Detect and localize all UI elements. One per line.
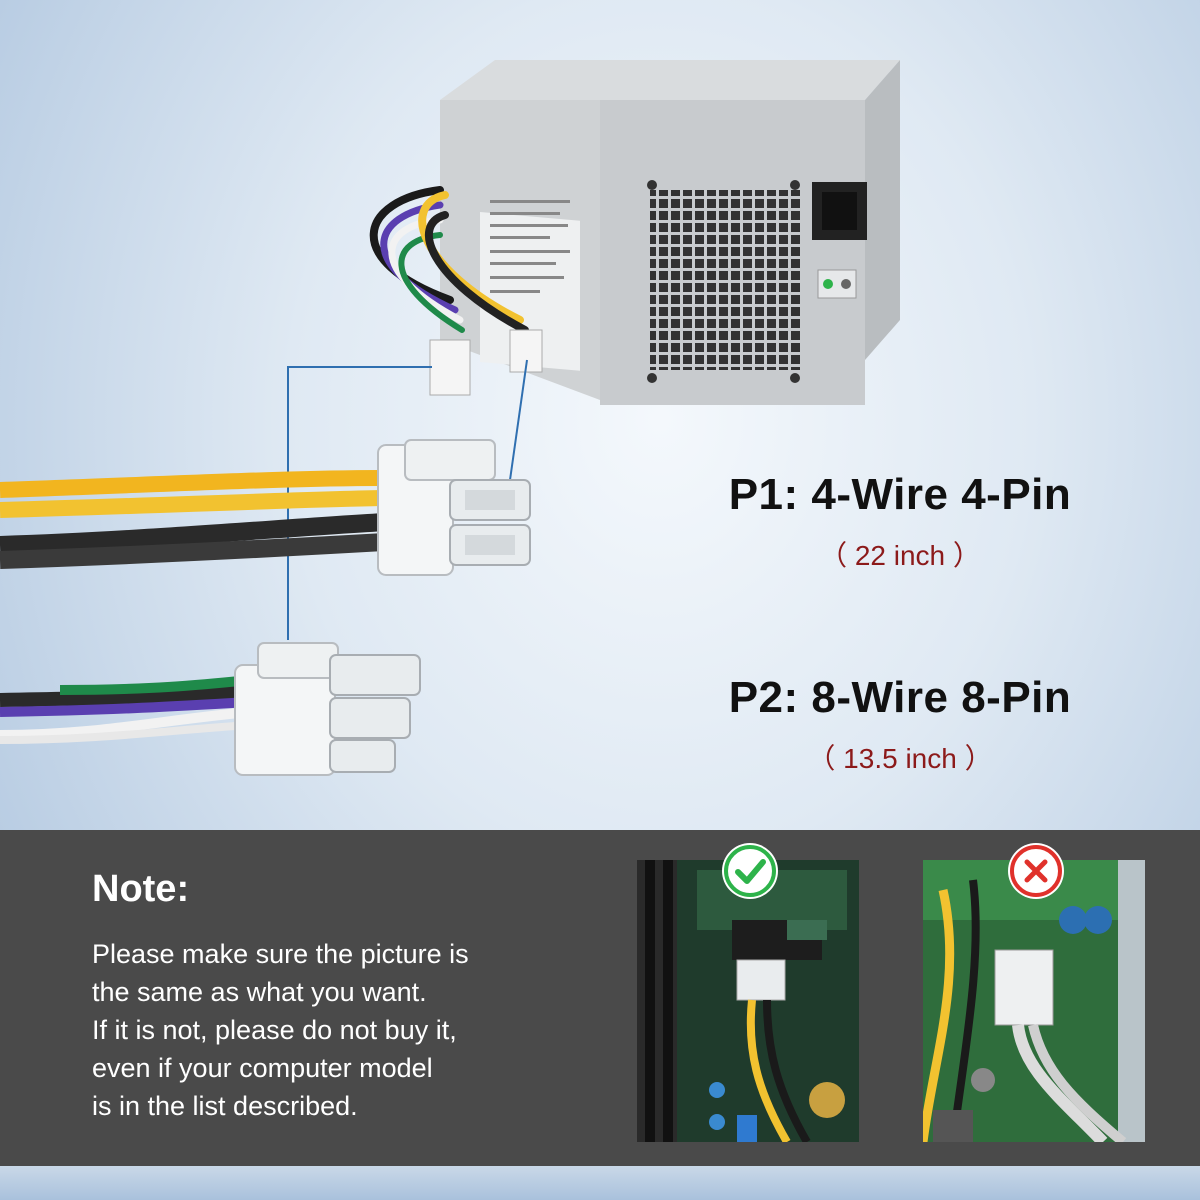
connector-spec-p2: P2: 8-Wire 8-Pin （ 13.5 inch ） [620, 673, 1180, 777]
p1-connector [377, 439, 531, 576]
checkmark-icon [722, 843, 778, 899]
note-heading: Note: [92, 868, 190, 910]
connector-length: （ 22 inch ） [819, 540, 981, 571]
connector-spec-p1: P1: 4-Wire 4-Pin （ 22 inch ） [620, 470, 1180, 574]
psu-cable-bundle [369, 186, 543, 396]
note-line: the same as what you want. [92, 977, 427, 1007]
note-line: even if your computer model [92, 1053, 433, 1083]
cross-icon [1008, 843, 1064, 899]
bottom-strip [0, 1166, 1200, 1200]
note-line: Please make sure the picture is [92, 939, 469, 969]
note-body: Please make sure the picture is the same… [92, 935, 562, 1125]
incorrect-example-photo [923, 860, 1145, 1142]
connector-title: P2: 8-Wire 8-Pin [728, 673, 1072, 722]
p2-cable [0, 675, 251, 744]
p1-cable [0, 470, 386, 569]
power-supply-unit [440, 60, 900, 405]
product-stage: P1: 4-Wire 4-Pin （ 22 inch ） P2: 8-Wire … [0, 60, 1180, 777]
correct-example-photo [637, 860, 859, 1142]
connector-length: （ 13.5 inch ） [807, 743, 993, 774]
note-line: is in the list described. [92, 1091, 358, 1121]
p2-connector [234, 642, 421, 776]
connector-title: P1: 4-Wire 4-Pin [728, 470, 1072, 519]
psu-illustration [0, 60, 900, 776]
note-line: If it is not, please do not buy it, [92, 1015, 457, 1045]
